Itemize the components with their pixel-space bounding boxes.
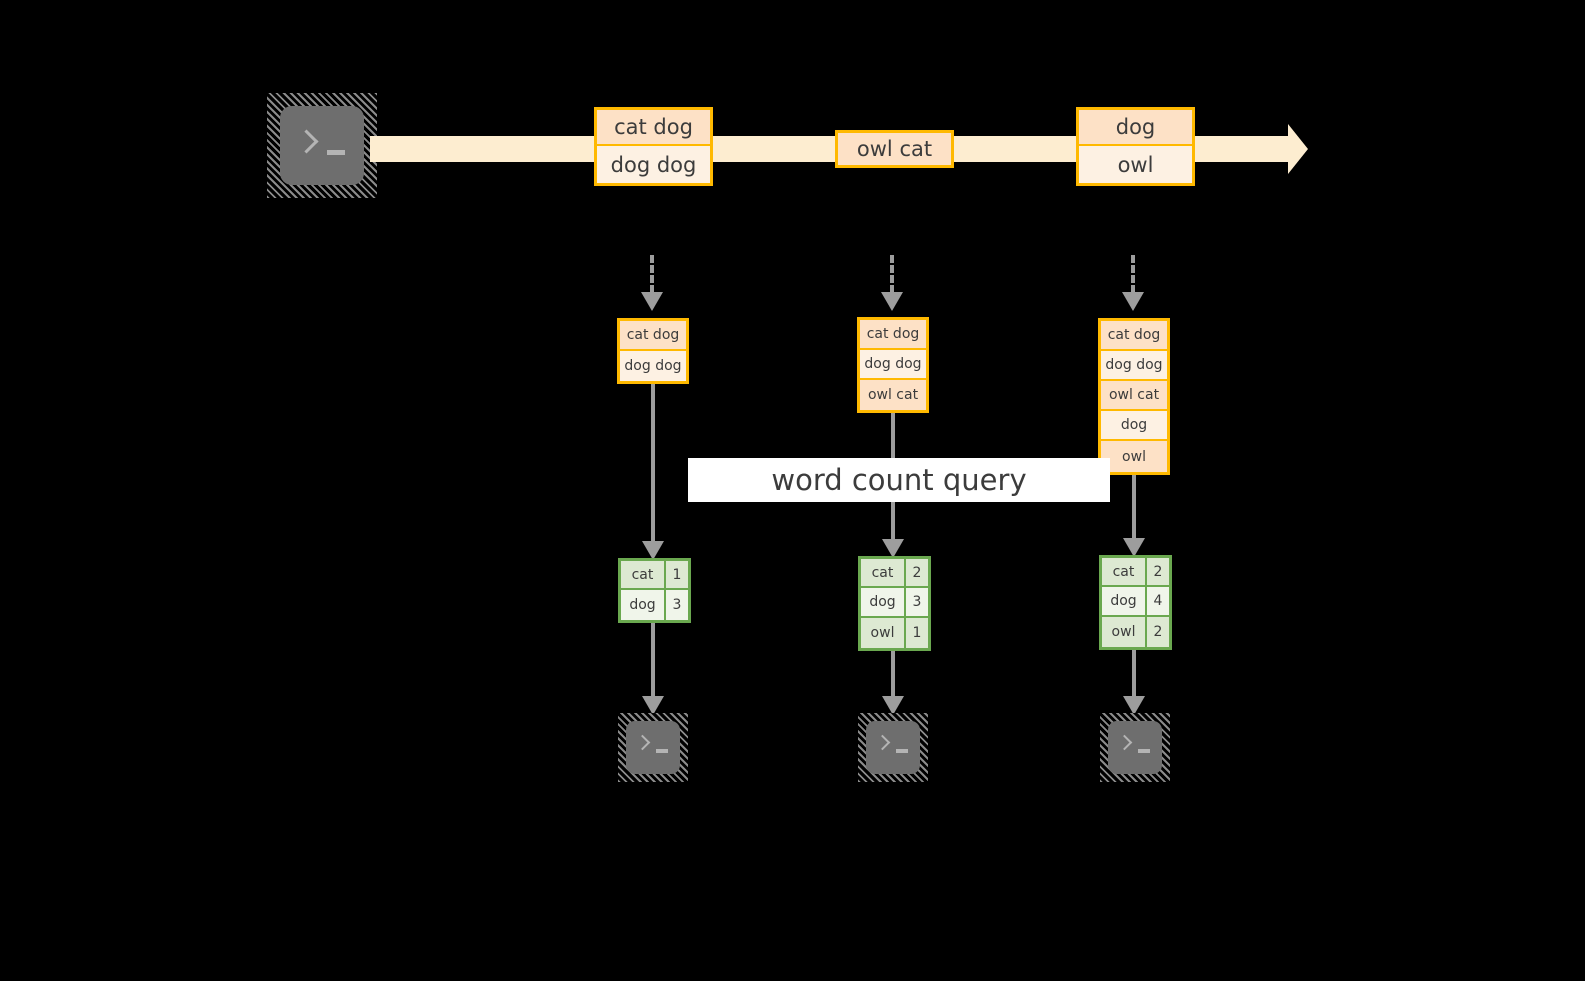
accumulated-line: cat dog [1101,321,1167,351]
result-count: 3 [666,590,688,620]
result-row: owl 1 [861,618,928,648]
feed-arrow-line-t3 [1131,255,1135,293]
feed-arrow-head-t3 [1122,292,1144,311]
query-banner: word count query [688,458,1110,502]
sink-arrow-head-t3 [1123,696,1145,715]
result-word: owl [861,618,906,648]
query-arrow-head-t3 [1123,538,1145,557]
feed-arrow-head-t1 [641,292,663,311]
terminal-cursor-dash [656,749,668,753]
result-word: dog [621,590,666,620]
stream-band-arrowhead [1288,124,1308,174]
sink-arrow-head-t1 [642,696,664,715]
accumulated-line: dog [1101,411,1167,441]
accumulated-state-t1: cat dog dog dog [617,318,689,384]
sink-arrow-line-t1 [651,623,655,701]
result-word: dog [1102,587,1147,615]
result-row: cat 2 [861,559,928,588]
result-word: cat [621,561,666,588]
query-arrow-head-t2 [882,539,904,558]
accumulated-line: dog dog [620,351,686,381]
result-word: cat [1102,558,1147,585]
result-row: dog 3 [621,590,688,620]
terminal-cursor-dash [1138,749,1150,753]
feed-arrow-line-t1 [650,255,654,293]
result-word: dog [861,588,906,616]
result-count: 4 [1147,587,1169,615]
accumulated-line: cat dog [860,320,926,350]
sink-arrow-line-t2 [891,651,895,701]
stream-message-batch-1: cat dog dog dog [594,107,713,186]
terminal-body [1108,721,1162,774]
terminal-body [280,106,364,185]
result-count: 1 [666,561,688,588]
result-word: cat [861,559,906,586]
query-arrow-line-t1 [651,384,655,546]
feed-arrow-head-t2 [881,292,903,311]
accumulated-line: dog dog [860,350,926,380]
stream-message-line: dog dog [597,146,710,183]
terminal-cursor-dash [896,749,908,753]
result-word: owl [1102,617,1147,647]
query-arrow-line-t3 [1132,475,1136,545]
terminal-body [626,721,680,774]
accumulated-line: owl cat [860,380,926,410]
result-row: cat 1 [621,561,688,590]
result-row: owl 2 [1102,617,1169,647]
result-count: 2 [1147,558,1169,585]
result-count: 2 [1147,617,1169,647]
result-row: dog 4 [1102,587,1169,617]
stream-message-line: dog [1079,110,1192,146]
sink-terminal-icon-t3 [1100,713,1170,782]
result-count: 2 [906,559,928,586]
terminal-body [866,721,920,774]
stream-message-line: owl cat [838,133,951,165]
accumulated-line: owl [1101,441,1167,472]
result-count: 1 [906,618,928,648]
result-table-t1: cat 1 dog 3 [618,558,691,623]
sink-arrow-line-t3 [1132,650,1136,701]
source-terminal-icon [267,93,377,198]
stream-message-line: cat dog [597,110,710,146]
stream-message-batch-3: dog owl [1076,107,1195,186]
query-arrow-head-t1 [642,541,664,560]
accumulated-state-t2: cat dog dog dog owl cat [857,317,929,413]
accumulated-line: dog dog [1101,351,1167,381]
stream-message-batch-2: owl cat [835,130,954,168]
result-table-t3: cat 2 dog 4 owl 2 [1099,555,1172,650]
sink-terminal-icon-t1 [618,713,688,782]
accumulated-line: owl cat [1101,381,1167,411]
result-row: dog 3 [861,588,928,618]
feed-arrow-line-t2 [890,255,894,293]
result-count: 3 [906,588,928,616]
stream-message-line: owl [1079,146,1192,183]
accumulated-line: cat dog [620,321,686,351]
result-row: cat 2 [1102,558,1169,587]
terminal-cursor-dash [327,150,345,155]
result-table-t2: cat 2 dog 3 owl 1 [858,556,931,651]
sink-arrow-head-t2 [882,696,904,715]
sink-terminal-icon-t2 [858,713,928,782]
accumulated-state-t3: cat dog dog dog owl cat dog owl [1098,318,1170,475]
